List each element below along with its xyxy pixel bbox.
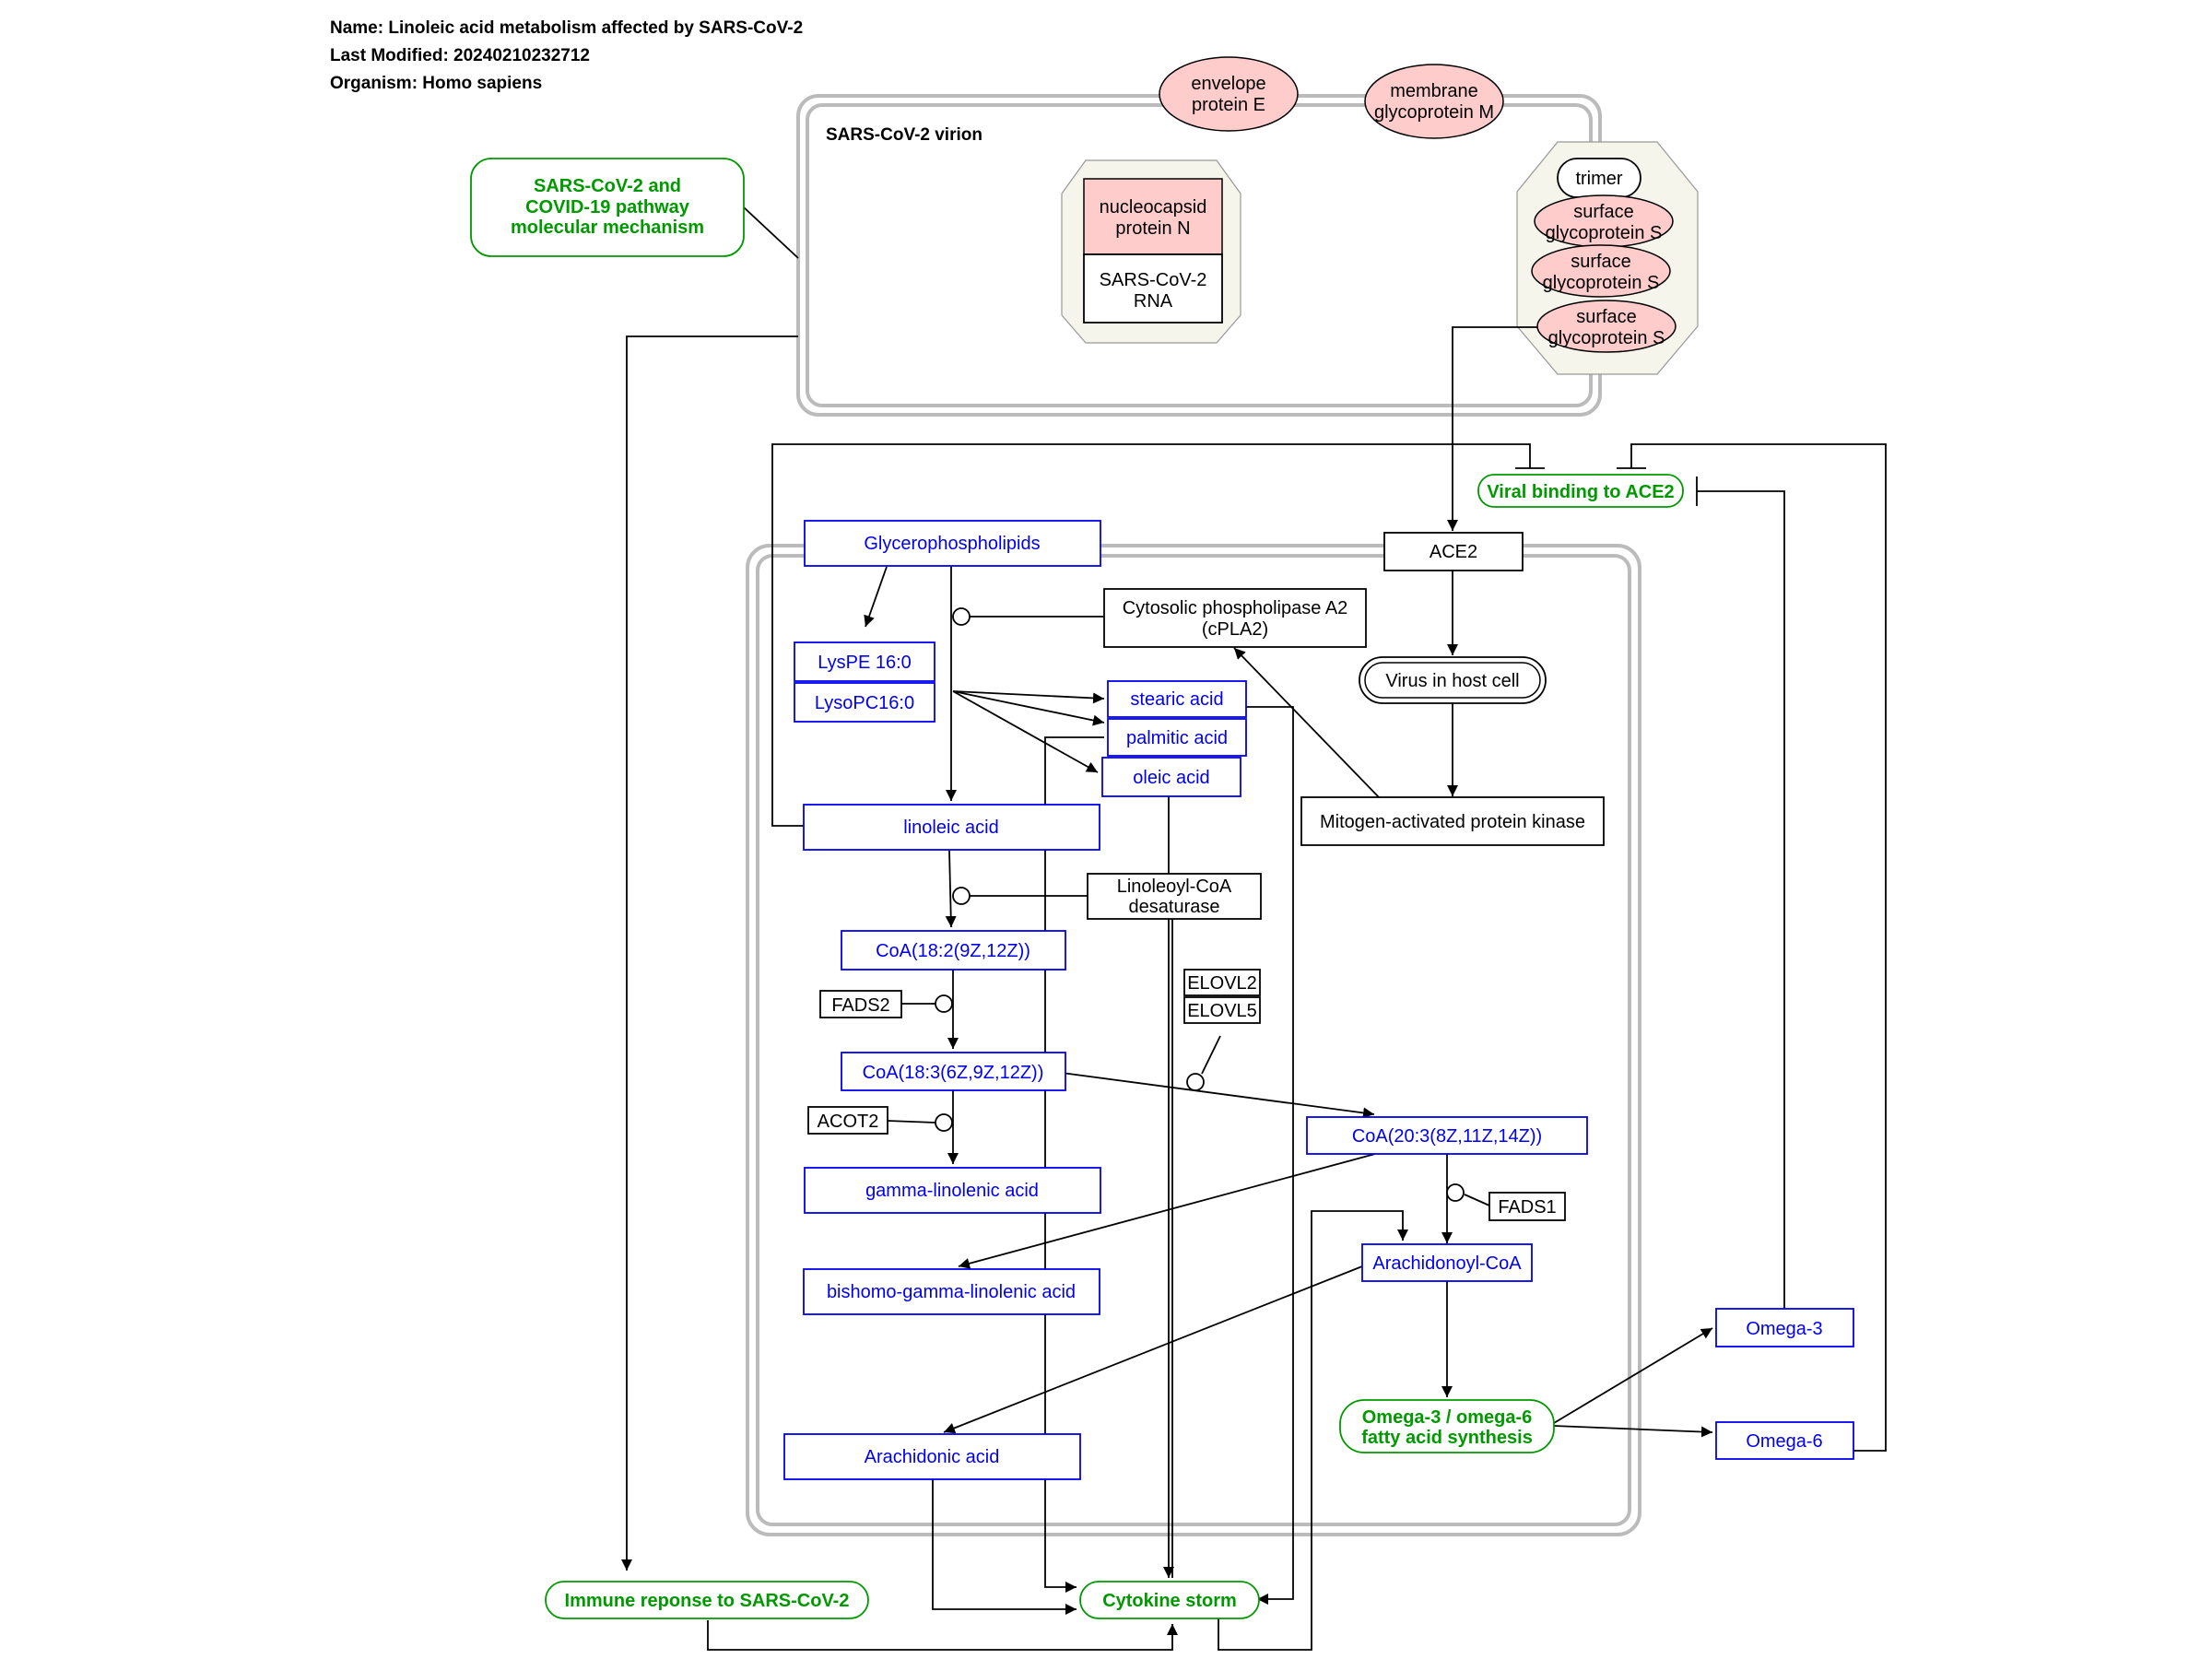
svg-text:desaturase: desaturase xyxy=(1129,897,1220,917)
metabolite-coa-20-3[interactable]: CoA(20:3(8Z,11Z,14Z)) xyxy=(1306,1116,1588,1155)
metabolite-lyspe[interactable]: LysPE 16:0 xyxy=(794,641,935,682)
svg-text:glycoprotein S: glycoprotein S xyxy=(1546,223,1663,243)
svg-text:Omega-3 / omega-6: Omega-3 / omega-6 xyxy=(1362,1407,1533,1428)
metabolite-arachidonic-acid[interactable]: Arachidonic acid xyxy=(783,1433,1081,1480)
gene-ace2: ACE2 xyxy=(1383,532,1524,571)
metabolite-palmitic-acid[interactable]: palmitic acid xyxy=(1107,718,1247,757)
svg-text:Cytosolic phospholipase A2: Cytosolic phospholipase A2 xyxy=(1123,598,1348,618)
gene-mapk: Mitogen-activated protein kinase xyxy=(1300,796,1605,846)
svg-text:CoA(18:3(6Z,9Z,12Z)): CoA(18:3(6Z,9Z,12Z)) xyxy=(863,1063,1044,1083)
gene-elovl5: ELOVL5 xyxy=(1183,996,1261,1024)
svg-text:ELOVL2: ELOVL2 xyxy=(1187,973,1257,994)
svg-text:linoleic acid: linoleic acid xyxy=(903,818,998,838)
metabolite-stearic-acid[interactable]: stearic acid xyxy=(1107,680,1247,718)
svg-text:surface: surface xyxy=(1576,307,1637,327)
svg-text:COVID-19 pathway: COVID-19 pathway xyxy=(525,197,690,218)
metabolite-glycerophospholipids[interactable]: Glycerophospholipids xyxy=(804,520,1101,567)
last-modified: Last Modified: 20240210232712 xyxy=(330,46,590,65)
nucleocapsid-protein-n: nucleocapsid protein N xyxy=(1083,178,1223,255)
svg-text:Immune reponse to SARS-CoV-2: Immune reponse to SARS-CoV-2 xyxy=(565,1591,850,1611)
svg-text:FADS2: FADS2 xyxy=(831,995,889,1016)
svg-text:Omega-6: Omega-6 xyxy=(1746,1431,1822,1452)
surface-glycoprotein-s-1: surface glycoprotein S xyxy=(1534,194,1674,248)
svg-text:LysoPC16:0: LysoPC16:0 xyxy=(815,693,914,713)
gene-acot2: ACOT2 xyxy=(807,1106,888,1135)
gene-linoleoyl-coa-desaturase: Linoleoyl-CoA desaturase xyxy=(1087,873,1262,920)
svg-text:nucleocapsid: nucleocapsid xyxy=(1100,197,1207,218)
svg-text:ELOVL5: ELOVL5 xyxy=(1187,1001,1257,1021)
svg-text:protein E: protein E xyxy=(1192,95,1265,115)
metabolite-bishomo-gamma-linolenic-acid[interactable]: bishomo-gamma-linolenic acid xyxy=(803,1268,1100,1315)
svg-text:envelope: envelope xyxy=(1191,74,1265,94)
svg-text:LysPE 16:0: LysPE 16:0 xyxy=(818,653,912,673)
svg-text:gamma-linolenic acid: gamma-linolenic acid xyxy=(865,1181,1039,1201)
metabolite-oleic-acid[interactable]: oleic acid xyxy=(1101,757,1241,797)
svg-text:trimer: trimer xyxy=(1575,169,1622,189)
virion-label: SARS-CoV-2 virion xyxy=(826,125,982,145)
pathway-immune-response[interactable]: Immune reponse to SARS-CoV-2 xyxy=(545,1581,869,1619)
metabolite-coa-18-3[interactable]: CoA(18:3(6Z,9Z,12Z)) xyxy=(841,1052,1066,1091)
svg-text:surface: surface xyxy=(1571,252,1631,272)
gene-fads1: FADS1 xyxy=(1488,1192,1566,1221)
svg-text:FADS1: FADS1 xyxy=(1498,1197,1556,1218)
svg-text:Linoleoyl-CoA: Linoleoyl-CoA xyxy=(1117,877,1232,897)
surface-glycoprotein-s-2: surface glycoprotein S xyxy=(1531,244,1671,298)
svg-text:Virus in host cell: Virus in host cell xyxy=(1385,671,1519,691)
svg-text:SARS-CoV-2 and: SARS-CoV-2 and xyxy=(534,176,681,196)
metabolite-omega-6[interactable]: Omega-6 xyxy=(1715,1421,1854,1460)
metabolite-linoleic-acid[interactable]: linoleic acid xyxy=(803,804,1100,851)
svg-text:RNA: RNA xyxy=(1134,291,1173,312)
svg-text:Arachidonic acid: Arachidonic acid xyxy=(865,1447,1000,1467)
svg-text:CoA(18:2(9Z,12Z)): CoA(18:2(9Z,12Z)) xyxy=(876,941,1030,961)
svg-text:Viral binding to ACE2: Viral binding to ACE2 xyxy=(1487,482,1674,502)
metabolite-gamma-linolenic-acid[interactable]: gamma-linolenic acid xyxy=(804,1167,1101,1214)
membrane-glycoprotein-m: membrane glycoprotein M xyxy=(1364,64,1504,139)
svg-text:glycoprotein M: glycoprotein M xyxy=(1374,102,1494,123)
sars-cov-2-rna: SARS-CoV-2 RNA xyxy=(1083,253,1223,324)
gene-virus-in-host-cell: Virus in host cell xyxy=(1359,656,1547,704)
svg-text:ACOT2: ACOT2 xyxy=(818,1112,879,1132)
pathway-cytokine-storm[interactable]: Cytokine storm xyxy=(1079,1581,1260,1619)
metabolite-lysopc[interactable]: LysoPC16:0 xyxy=(794,682,935,723)
svg-text:Omega-3: Omega-3 xyxy=(1746,1319,1822,1339)
pathway-viral-binding[interactable]: Viral binding to ACE2 xyxy=(1477,474,1684,508)
metabolite-omega-3[interactable]: Omega-3 xyxy=(1715,1308,1854,1347)
svg-text:SARS-CoV-2: SARS-CoV-2 xyxy=(1100,270,1207,290)
cell-compartment xyxy=(746,544,1641,1536)
gene-fads2: FADS2 xyxy=(819,990,902,1018)
svg-text:(cPLA2): (cPLA2) xyxy=(1202,619,1268,640)
metabolite-arachidonoyl-coa[interactable]: Arachidonoyl-CoA xyxy=(1361,1243,1533,1282)
svg-text:fatty acid synthesis: fatty acid synthesis xyxy=(1361,1428,1533,1448)
trimer-label: trimer xyxy=(1557,158,1641,198)
organism: Organism: Homo sapiens xyxy=(330,74,542,93)
pathway-covid-mechanism[interactable]: SARS-CoV-2 and COVID-19 pathway molecula… xyxy=(470,158,745,257)
svg-text:molecular mechanism: molecular mechanism xyxy=(511,218,704,238)
svg-text:Glycerophospholipids: Glycerophospholipids xyxy=(864,534,1040,554)
svg-text:membrane: membrane xyxy=(1390,81,1478,101)
edges xyxy=(621,206,1887,1651)
svg-text:stearic acid: stearic acid xyxy=(1130,689,1223,710)
svg-text:palmitic acid: palmitic acid xyxy=(1126,728,1228,748)
svg-text:bishomo-gamma-linolenic acid: bishomo-gamma-linolenic acid xyxy=(827,1282,1076,1302)
svg-text:Cytokine storm: Cytokine storm xyxy=(1102,1591,1237,1611)
envelope-protein-e: envelope protein E xyxy=(1159,56,1299,132)
gene-elovl2: ELOVL2 xyxy=(1183,969,1261,996)
svg-text:oleic acid: oleic acid xyxy=(1133,768,1209,788)
svg-text:ACE2: ACE2 xyxy=(1430,542,1477,562)
svg-text:Mitogen-activated protein kina: Mitogen-activated protein kinase xyxy=(1320,812,1585,832)
svg-text:CoA(20:3(8Z,11Z,14Z)): CoA(20:3(8Z,11Z,14Z)) xyxy=(1352,1126,1542,1147)
pathway-omega-synthesis[interactable]: Omega-3 / omega-6 fatty acid synthesis xyxy=(1339,1399,1555,1453)
svg-text:protein N: protein N xyxy=(1115,218,1190,239)
metabolite-coa-18-2[interactable]: CoA(18:2(9Z,12Z)) xyxy=(841,930,1066,971)
surface-glycoprotein-s-3: surface glycoprotein S xyxy=(1536,300,1677,353)
svg-text:Arachidonoyl-CoA: Arachidonoyl-CoA xyxy=(1372,1253,1522,1274)
svg-text:glycoprotein S: glycoprotein S xyxy=(1548,328,1665,348)
svg-text:glycoprotein S: glycoprotein S xyxy=(1543,273,1660,293)
pathway-name: Name: Linoleic acid metabolism affected … xyxy=(330,18,803,38)
gene-cpla2: Cytosolic phospholipase A2 (cPLA2) xyxy=(1103,588,1367,648)
svg-text:surface: surface xyxy=(1573,202,1634,222)
